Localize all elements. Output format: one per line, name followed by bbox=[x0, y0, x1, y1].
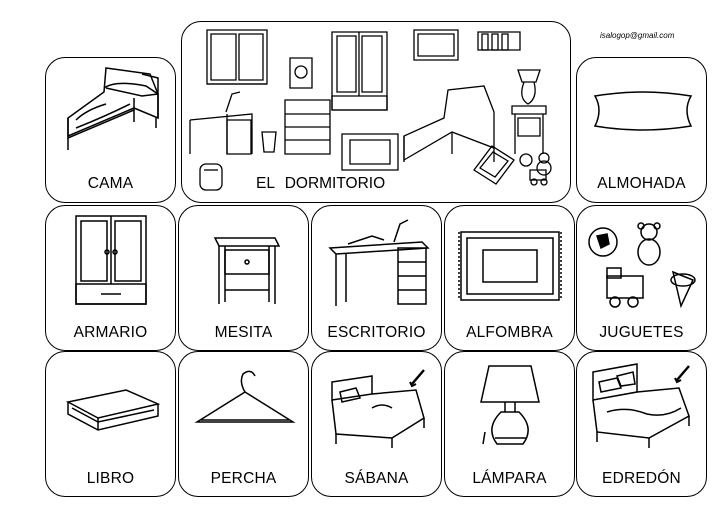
card-almohada: ALMOHADA bbox=[576, 57, 707, 203]
rug-icon bbox=[445, 206, 576, 326]
card-escritorio: ESCRITORIO bbox=[311, 205, 442, 351]
card-percha: PERCHA bbox=[178, 351, 309, 497]
card-edredon: EDREDÓN bbox=[576, 351, 707, 497]
main-title: EL DORMITORIO bbox=[256, 175, 386, 192]
card-juguetes: JUGUETES bbox=[576, 205, 707, 351]
label-lampara: LÁMPARA bbox=[472, 470, 547, 487]
wardrobe-icon bbox=[46, 206, 177, 326]
nightstand-icon bbox=[179, 206, 310, 326]
book-icon bbox=[46, 352, 177, 472]
bed-sheet-icon bbox=[312, 352, 443, 472]
label-libro: LIBRO bbox=[86, 470, 135, 487]
author-email: isalogop@gmail.com bbox=[600, 31, 675, 40]
bedroom-scene-illustration bbox=[182, 22, 572, 204]
lamp-icon bbox=[445, 352, 576, 472]
label-edredon: EDREDÓN bbox=[602, 470, 681, 487]
toys-icon bbox=[577, 206, 708, 326]
desk-icon bbox=[312, 206, 443, 326]
label-armario: ARMARIO bbox=[73, 324, 148, 341]
card-alfombra: ALFOMBRA bbox=[444, 205, 575, 351]
label-almohada: ALMOHADA bbox=[597, 175, 686, 192]
pillow-icon bbox=[577, 58, 708, 178]
label-cama: CAMA bbox=[87, 175, 134, 192]
hanger-icon bbox=[179, 352, 310, 472]
card-el-dormitorio: EL DORMITORIO bbox=[181, 21, 571, 203]
card-mesita: MESITA bbox=[178, 205, 309, 351]
label-alfombra: ALFOMBRA bbox=[466, 324, 553, 341]
card-armario: ARMARIO bbox=[45, 205, 176, 351]
label-sabana: SÁBANA bbox=[344, 470, 409, 487]
label-percha: PERCHA bbox=[210, 470, 277, 487]
card-cama: CAMA bbox=[45, 57, 176, 203]
label-mesita: MESITA bbox=[214, 324, 273, 341]
duvet-icon bbox=[577, 352, 708, 472]
label-juguetes: JUGUETES bbox=[599, 324, 684, 341]
card-lampara: LÁMPARA bbox=[444, 351, 575, 497]
bed-icon bbox=[46, 58, 177, 178]
card-libro: LIBRO bbox=[45, 351, 176, 497]
label-escritorio: ESCRITORIO bbox=[327, 324, 426, 341]
card-sabana: SÁBANA bbox=[311, 351, 442, 497]
